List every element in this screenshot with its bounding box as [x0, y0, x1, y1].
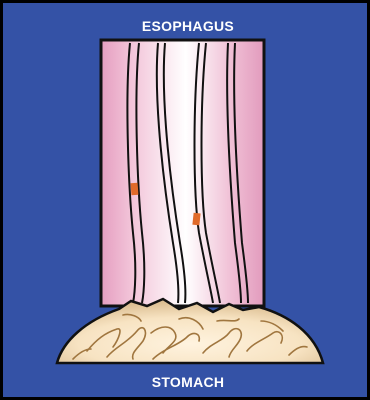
esophagus-label: ESOPHAGUS [3, 18, 370, 34]
lesion-marker [131, 183, 139, 195]
stomach-label: STOMACH [3, 374, 370, 390]
illustration-panel [3, 3, 367, 397]
esophagus [101, 40, 264, 306]
lesion-marker [192, 213, 200, 226]
